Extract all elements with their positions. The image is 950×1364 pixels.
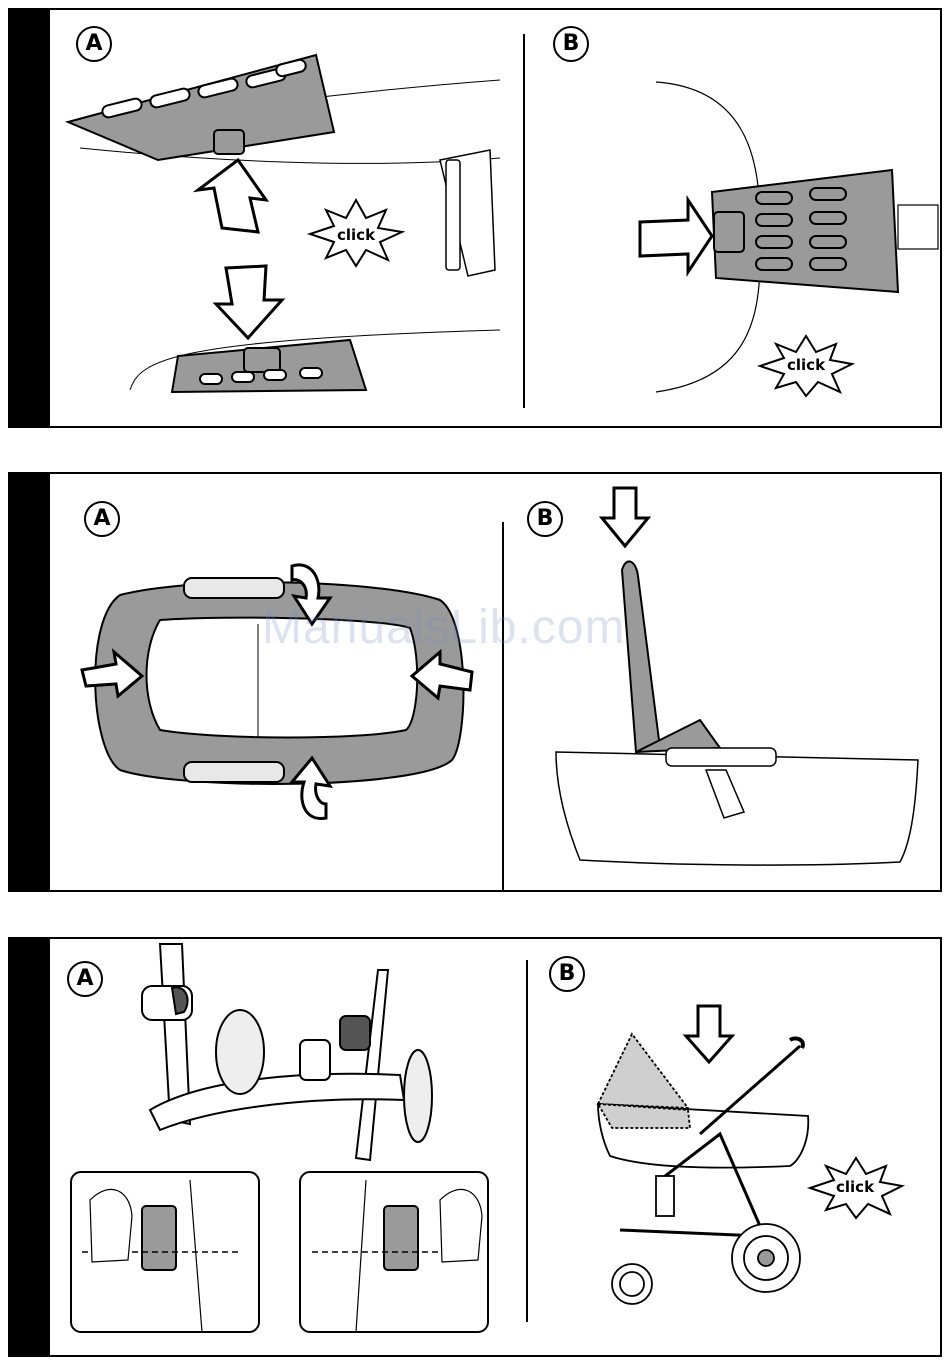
panel-side-bar bbox=[10, 474, 50, 890]
panel3-step-a-label: A bbox=[67, 961, 103, 997]
click-text-a: click bbox=[337, 226, 376, 244]
click-text-b: click bbox=[787, 356, 826, 374]
panel2-step-a-label: A bbox=[84, 501, 120, 537]
panel1-illustration: click click bbox=[0, 0, 950, 430]
seat-plate-top bbox=[68, 55, 500, 163]
seat-plate-bottom bbox=[130, 330, 500, 392]
seat-plate-b bbox=[712, 170, 938, 292]
panel3-divider bbox=[526, 960, 528, 1322]
panel2-step-b-label: B bbox=[527, 501, 563, 537]
instruction-panel-2 bbox=[8, 472, 942, 892]
panel3-step-b-label: B bbox=[549, 956, 585, 992]
arrow-up-icon bbox=[198, 160, 266, 232]
frame-bracket bbox=[440, 150, 495, 276]
instruction-panel-3 bbox=[8, 937, 942, 1357]
arrow-right-icon bbox=[640, 200, 712, 272]
arrow-down-icon bbox=[216, 266, 282, 338]
panel-side-bar bbox=[10, 939, 50, 1355]
panel2-divider bbox=[502, 522, 504, 890]
